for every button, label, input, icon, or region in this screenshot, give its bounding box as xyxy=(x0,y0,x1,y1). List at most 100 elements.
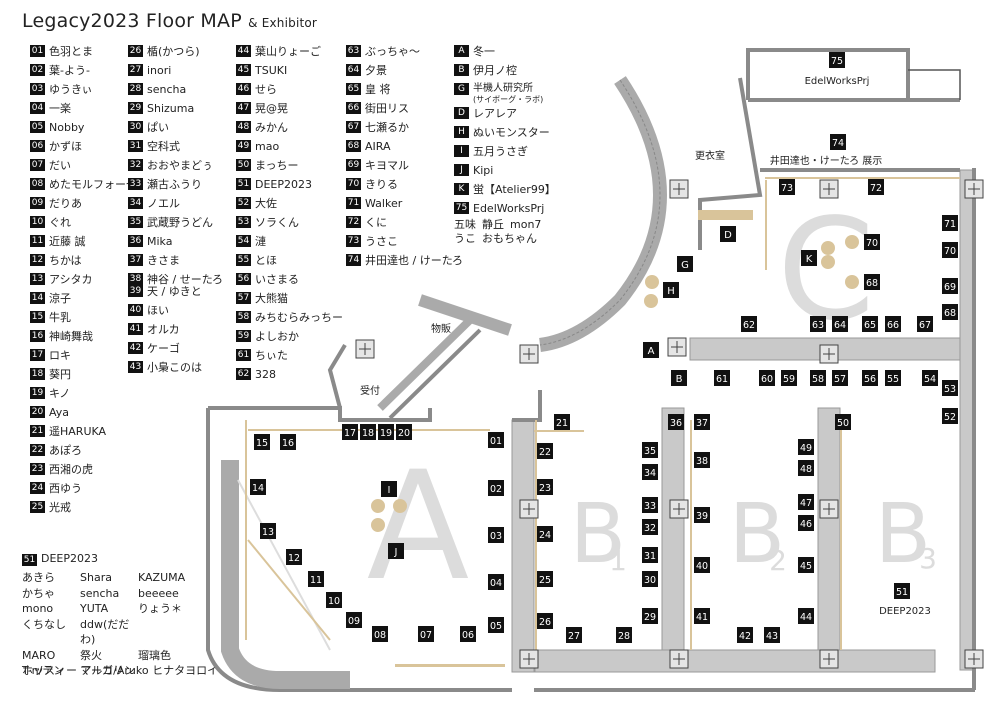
exhibitor-name: Walker xyxy=(365,197,403,210)
exhibitor-number: 46 xyxy=(236,83,251,95)
booth-marker xyxy=(694,452,710,468)
booth-number: 17 xyxy=(344,428,356,439)
booth-number: 52 xyxy=(944,412,956,423)
booth-number: 29 xyxy=(644,612,656,623)
exhibitor-name: よしおか xyxy=(255,330,299,343)
table xyxy=(765,180,767,270)
exhibitor-name: 七瀬るか xyxy=(365,121,409,134)
booth-marker xyxy=(372,626,388,642)
booth-number: 50 xyxy=(837,418,849,429)
exhibitor-name: ぶっちゃ〜 xyxy=(365,45,420,58)
booth-marker xyxy=(642,547,658,563)
exhibitor-number: 32 xyxy=(128,159,143,171)
aisle xyxy=(661,407,685,673)
exhibitor-name: 神谷 / せーたろ xyxy=(147,273,224,286)
exhibitor-name: Mika xyxy=(147,235,173,248)
booth-marker xyxy=(764,627,780,643)
exhibitor-name: 楯(かつら) xyxy=(147,45,200,58)
booth-marker xyxy=(810,316,826,332)
exhibitor-name: 伊月ノ椌 xyxy=(473,64,517,77)
booth-number: B xyxy=(676,374,683,385)
exhibitor-name: だい xyxy=(49,159,71,172)
booth-marker xyxy=(488,617,504,633)
exhibitor-name: 葉山りょーご xyxy=(255,45,321,58)
exhibitor-name: 大熊猫 xyxy=(255,292,288,305)
exhibitor-name: Kipi xyxy=(473,164,494,177)
exhibitor-number: 47 xyxy=(236,102,251,114)
booth-number: 61 xyxy=(716,374,728,385)
booth-marker xyxy=(779,179,795,195)
exhibitor-number: 36 xyxy=(128,235,143,247)
exhibitor-name: mao xyxy=(255,140,280,153)
deep-extra-members: ホッスィー アルコ/Aruko ヒナタヨロイ xyxy=(22,664,219,677)
booth-marker xyxy=(781,370,797,386)
exhibitor-name: 瀬古ふうり xyxy=(147,178,202,191)
wall xyxy=(388,328,482,420)
booth-number: 65 xyxy=(864,320,876,331)
booth-number: 53 xyxy=(944,384,956,395)
edel-member: うこ xyxy=(454,232,476,245)
exhibitor-number: 65 xyxy=(346,83,361,95)
booth-number: 03 xyxy=(490,531,502,542)
booth-marker xyxy=(798,460,814,476)
exhibitor-name: sencha xyxy=(147,83,187,96)
round-table xyxy=(645,275,659,289)
exhibitor-name: 半機人研究所 xyxy=(473,83,533,94)
exhibitor-name: みちむらみっちー xyxy=(255,311,343,324)
booth-number: 46 xyxy=(800,519,812,530)
exhibitor-name: EdelWorksPrj xyxy=(473,202,545,215)
booth-marker xyxy=(642,608,658,624)
round-table xyxy=(644,294,658,308)
booth-marker xyxy=(864,234,880,250)
booth-marker xyxy=(942,408,958,424)
booth-number: 08 xyxy=(374,630,386,641)
booth-number: 48 xyxy=(800,464,812,475)
booth-number: 14 xyxy=(252,483,264,494)
pillar-cross xyxy=(359,343,371,355)
exhibitor-number: 06 xyxy=(30,140,45,152)
edel-member: おもちゃん xyxy=(482,232,537,245)
exhibitor-name: Shizuma xyxy=(147,102,195,115)
deep-member: りょう＊ xyxy=(138,602,182,615)
booth-number: 34 xyxy=(644,468,656,479)
exhibitor-name: キノ xyxy=(49,387,71,400)
booth-marker xyxy=(862,370,878,386)
exhibitor-number: B xyxy=(454,64,469,76)
booth-number: 11 xyxy=(310,575,322,586)
exhibitor-number: 24 xyxy=(30,482,45,494)
exhibitor-number: 69 xyxy=(346,159,361,171)
booth-number: D xyxy=(724,230,732,241)
exhibitor-name: ケーゴ xyxy=(147,342,180,355)
booth-number: 67 xyxy=(919,320,931,331)
booth-number: 47 xyxy=(800,498,812,509)
booth-marker xyxy=(378,424,394,440)
booth-marker xyxy=(798,557,814,573)
booth-marker xyxy=(830,134,846,150)
exhibitor-number: 73 xyxy=(346,235,361,247)
exhibitor-number: 01 xyxy=(30,45,45,57)
diagonal-walkway xyxy=(418,294,512,336)
label-buppan: 物販 xyxy=(431,322,451,335)
exhibitor-number: 58 xyxy=(236,311,251,323)
exhibitor-number: J xyxy=(454,164,469,176)
exhibitor-name: 神崎舞哉 xyxy=(49,330,93,343)
